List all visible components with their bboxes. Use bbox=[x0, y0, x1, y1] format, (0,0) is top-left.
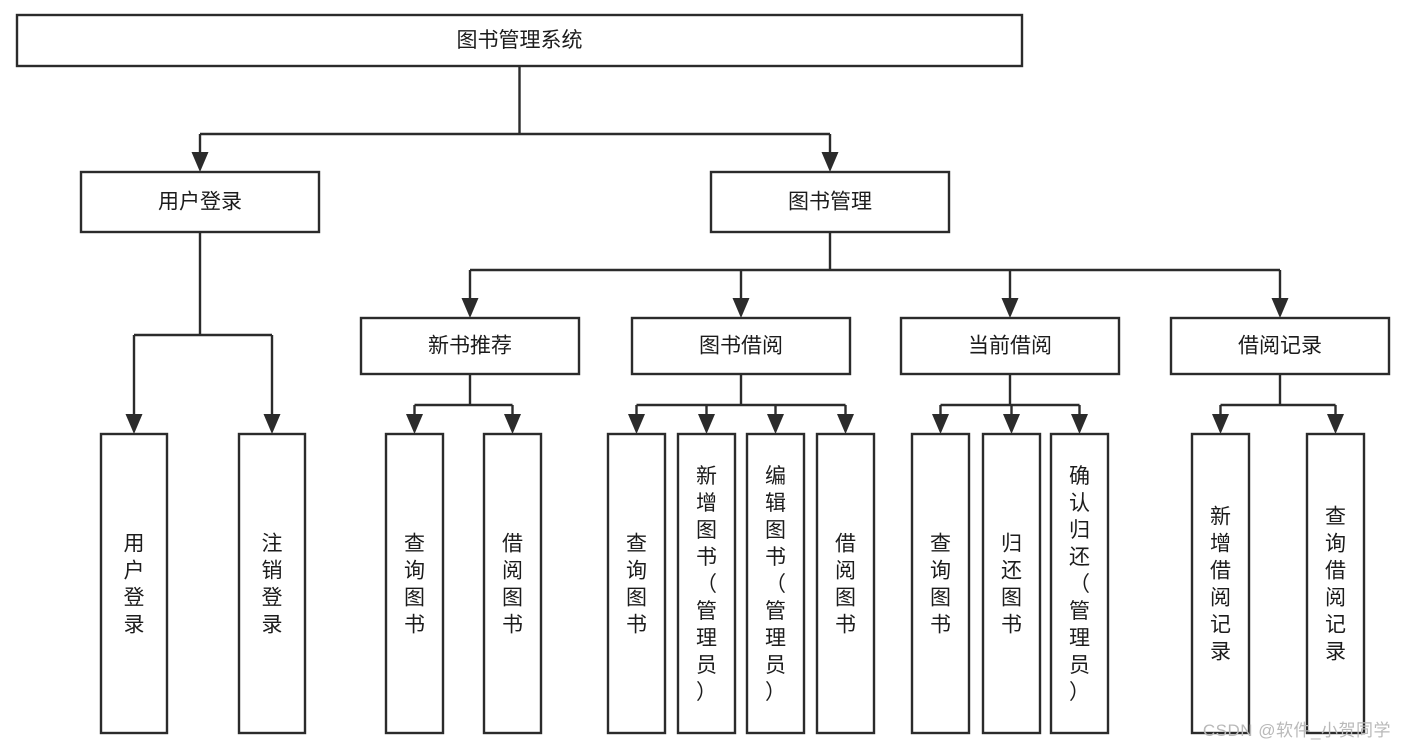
node-leaf-query-book-2-rect bbox=[606, 432, 667, 735]
node-leaf-add-book-rect bbox=[676, 432, 737, 735]
node-root-label: 图书管理系统 bbox=[457, 29, 583, 52]
node-leaf-query-book-3[interactable]: 查询图书 bbox=[910, 432, 971, 735]
node-book-borrow-label: 图书借阅 bbox=[699, 335, 783, 358]
node-leaf-query-record[interactable]: 查询借阅记录 bbox=[1305, 432, 1366, 735]
node-book-borrow[interactable]: 图书借阅 bbox=[630, 316, 852, 376]
node-leaf-borrow-book-2-rect bbox=[815, 432, 876, 735]
leafgrp-current-borrow-arrow-0 bbox=[932, 414, 949, 434]
node-leaf-user-login-rect bbox=[99, 432, 169, 735]
node-book-manage-label: 图书管理 bbox=[788, 191, 872, 214]
leafgrp-book-borrow-arrow-1 bbox=[698, 414, 715, 434]
node-user-login-rect bbox=[79, 170, 321, 234]
book-manage-arrow-2 bbox=[1001, 298, 1019, 318]
node-book-manage-rect bbox=[709, 170, 951, 234]
leafgrp-book-borrow-arrow-2 bbox=[767, 414, 784, 434]
node-current-borrow[interactable]: 当前借阅 bbox=[899, 316, 1121, 376]
node-user-login-label: 用户登录 bbox=[158, 191, 242, 214]
node-leaf-confirm-return-label: 确认归还（管理员） bbox=[1069, 465, 1090, 704]
root-arrow-0 bbox=[191, 152, 209, 172]
node-leaf-query-record-rect bbox=[1305, 432, 1366, 735]
node-leaf-borrow-book-1[interactable]: 借阅图书 bbox=[482, 432, 543, 735]
node-leaf-borrow-book-1-rect bbox=[482, 432, 543, 735]
leafgrp-new-book-rec-arrow-0 bbox=[406, 414, 423, 434]
node-leaf-query-book-1-label: 查询图书 bbox=[404, 533, 425, 637]
node-user-login[interactable]: 用户登录 bbox=[79, 170, 321, 234]
node-new-book-rec[interactable]: 新书推荐 bbox=[359, 316, 581, 376]
node-current-borrow-rect bbox=[899, 316, 1121, 376]
node-leaf-confirm-return[interactable]: 确认归还（管理员） bbox=[1049, 432, 1110, 735]
leafgrp-current-borrow-arrow-1 bbox=[1003, 414, 1020, 434]
node-new-book-rec-rect bbox=[359, 316, 581, 376]
root-arrow-1 bbox=[821, 152, 839, 172]
book-manage-arrow-1 bbox=[732, 298, 750, 318]
watermark-label: CSDN @软件_小贺同学 bbox=[1202, 721, 1391, 740]
leafgrp-book-borrow-arrow-0 bbox=[628, 414, 645, 434]
node-root-rect bbox=[15, 13, 1024, 68]
node-leaf-borrow-book-2-label: 借阅图书 bbox=[835, 533, 856, 637]
leafgrp-new-book-rec-arrow-1 bbox=[504, 414, 521, 434]
node-leaf-add-record-label: 新增借阅记录 bbox=[1210, 506, 1231, 664]
connector-layer bbox=[125, 66, 1344, 434]
node-leaf-user-login[interactable]: 用户登录 bbox=[99, 432, 169, 735]
node-leaf-query-book-2-label: 查询图书 bbox=[626, 533, 647, 637]
node-leaf-add-book-label: 新增图书（管理员） bbox=[696, 465, 717, 704]
node-leaf-logout[interactable]: 注销登录 bbox=[237, 432, 307, 735]
node-leaf-logout-label: 注销登录 bbox=[262, 533, 283, 637]
leafgrp-borrow-record-arrow-1 bbox=[1327, 414, 1344, 434]
book-manage-arrow-0 bbox=[461, 298, 479, 318]
node-leaf-query-book-1-rect bbox=[384, 432, 445, 735]
node-leaf-edit-book[interactable]: 编辑图书（管理员） bbox=[745, 432, 806, 735]
node-current-borrow-label: 当前借阅 bbox=[968, 335, 1052, 358]
node-layer: 图书管理系统用户登录图书管理新书推荐图书借阅当前借阅借阅记录用户登录注销登录查询… bbox=[15, 13, 1391, 735]
leafgrp-borrow-record-arrow-0 bbox=[1212, 414, 1229, 434]
node-leaf-return-book-label: 归还图书 bbox=[1001, 533, 1022, 637]
leafgrp-current-borrow-arrow-2 bbox=[1071, 414, 1088, 434]
leafgrp-user-login-arrow-1 bbox=[263, 414, 281, 434]
node-borrow-record[interactable]: 借阅记录 bbox=[1169, 316, 1391, 376]
node-leaf-add-book[interactable]: 新增图书（管理员） bbox=[676, 432, 737, 735]
node-leaf-return-book-rect bbox=[981, 432, 1042, 735]
node-leaf-add-record-rect bbox=[1190, 432, 1251, 735]
node-leaf-edit-book-rect bbox=[745, 432, 806, 735]
node-root[interactable]: 图书管理系统 bbox=[15, 13, 1024, 68]
node-leaf-logout-rect bbox=[237, 432, 307, 735]
node-leaf-query-book-1[interactable]: 查询图书 bbox=[384, 432, 445, 735]
node-leaf-borrow-book-2[interactable]: 借阅图书 bbox=[815, 432, 876, 735]
book-manage-arrow-3 bbox=[1271, 298, 1289, 318]
node-book-manage[interactable]: 图书管理 bbox=[709, 170, 951, 234]
node-book-borrow-rect bbox=[630, 316, 852, 376]
node-leaf-return-book[interactable]: 归还图书 bbox=[981, 432, 1042, 735]
leafgrp-user-login-arrow-0 bbox=[125, 414, 143, 434]
node-leaf-query-book-3-label: 查询图书 bbox=[930, 533, 951, 637]
node-leaf-confirm-return-rect bbox=[1049, 432, 1110, 735]
node-leaf-user-login-label: 用户登录 bbox=[124, 533, 145, 637]
node-leaf-query-book-2[interactable]: 查询图书 bbox=[606, 432, 667, 735]
node-leaf-edit-book-label: 编辑图书（管理员） bbox=[765, 465, 786, 704]
node-leaf-query-book-3-rect bbox=[910, 432, 971, 735]
node-borrow-record-rect bbox=[1169, 316, 1391, 376]
node-borrow-record-label: 借阅记录 bbox=[1238, 335, 1322, 358]
leafgrp-book-borrow-arrow-3 bbox=[837, 414, 854, 434]
node-new-book-rec-label: 新书推荐 bbox=[428, 335, 512, 358]
node-leaf-borrow-book-1-label: 借阅图书 bbox=[502, 533, 523, 637]
node-leaf-add-record[interactable]: 新增借阅记录 bbox=[1190, 432, 1251, 735]
node-leaf-query-record-label: 查询借阅记录 bbox=[1325, 506, 1346, 664]
